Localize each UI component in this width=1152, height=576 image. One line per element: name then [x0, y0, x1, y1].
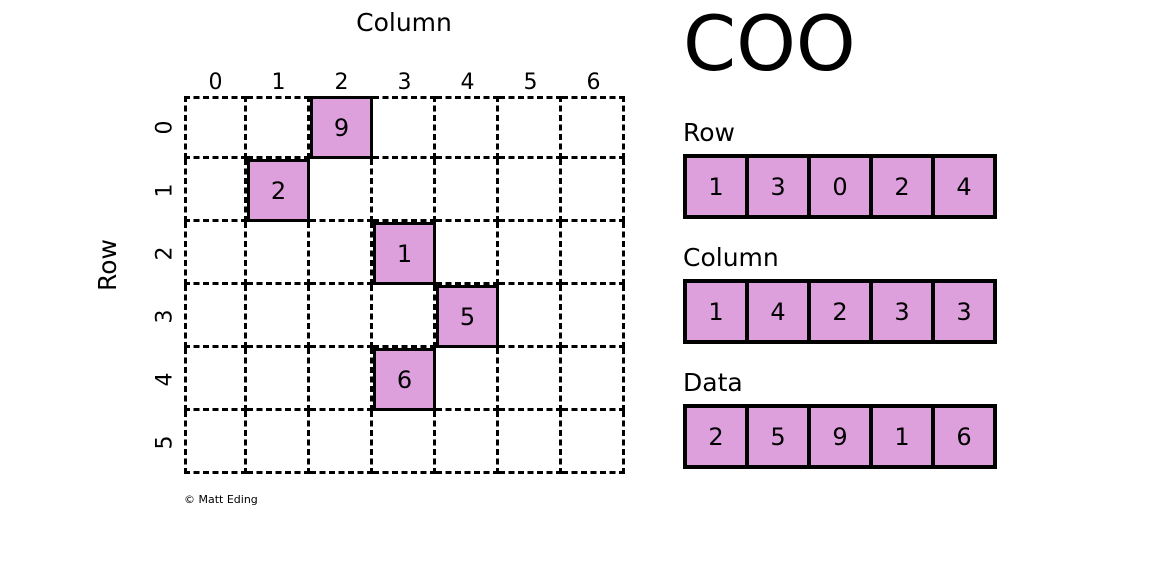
data-array-cell-4: 6 [956, 422, 972, 451]
matrix-cell-empty-r1-c4 [436, 159, 499, 222]
matrix-cell-empty-r5-c5 [499, 411, 562, 474]
matrix-cell-empty-r4-c4 [436, 348, 499, 411]
column-tick-3: 3 [397, 70, 412, 95]
matrix-cell-empty-r3-c5 [499, 285, 562, 348]
matrix-cell-empty-r4-c0 [184, 348, 247, 411]
row-array-label: Row [683, 118, 735, 147]
row-tick-label-5: 5 [152, 435, 178, 450]
row-tick-1: 1 [150, 159, 180, 222]
matrix-cell-empty-r2-c1 [247, 222, 310, 285]
row-tick-5: 5 [150, 411, 180, 474]
column-axis-title: Column [356, 8, 452, 37]
matrix-cell-empty-r5-c3 [373, 411, 436, 474]
matrix-cell-empty-r2-c2 [310, 222, 373, 285]
matrix-cell-empty-r2-c0 [184, 222, 247, 285]
matrix-cell-empty-r5-c6 [562, 411, 625, 474]
column-array-cell-0: 1 [687, 283, 749, 340]
matrix-cell-empty-r0-c6 [562, 96, 625, 159]
row-tick-3: 3 [150, 285, 180, 348]
row-tick-label-3: 3 [152, 309, 178, 324]
data-array-label: Data [683, 368, 743, 397]
matrix-cell-empty-r3-c2 [310, 285, 373, 348]
matrix-cell-empty-r4-c5 [499, 348, 562, 411]
column-tick-4: 4 [460, 70, 475, 95]
row-tick-label-1: 1 [152, 183, 178, 198]
row-tick-0: 0 [150, 96, 180, 159]
row-tick-label-4: 4 [152, 372, 178, 387]
row-array-cell-2: 0 [811, 158, 873, 215]
matrix-cell-empty-r2-c4 [436, 222, 499, 285]
matrix-cell-empty-r1-c3 [373, 159, 436, 222]
row-array-cell-0: 1 [687, 158, 749, 215]
column-array-label: Column [683, 243, 779, 272]
column-array-cell-2: 2 [811, 283, 873, 340]
matrix-cell-empty-r1-c0 [184, 159, 247, 222]
row-tick-2: 2 [150, 222, 180, 285]
matrix-cell-filled-r2-c3: 1 [373, 222, 436, 285]
matrix-cell-empty-r4-c2 [310, 348, 373, 411]
credit-text: © Matt Eding [184, 493, 258, 506]
matrix-cell-filled-r4-c3: 6 [373, 348, 436, 411]
matrix-cell-empty-r0-c1 [247, 96, 310, 159]
column-array-cell-3: 3 [873, 283, 935, 340]
column-tick-2: 2 [334, 70, 349, 95]
matrix-cell-empty-r3-c1 [247, 285, 310, 348]
matrix-cell-empty-r2-c5 [499, 222, 562, 285]
matrix-cell-empty-r5-c0 [184, 411, 247, 474]
matrix-cell-empty-r0-c3 [373, 96, 436, 159]
matrix-cell-empty-r0-c4 [436, 96, 499, 159]
matrix-cell-empty-r0-c0 [184, 96, 247, 159]
row-array-cell-1: 3 [749, 158, 811, 215]
matrix-cell-empty-r3-c6 [562, 285, 625, 348]
row-array-cell-3: 2 [873, 158, 935, 215]
matrix-cell-empty-r5-c1 [247, 411, 310, 474]
matrix-cell-filled-r0-c2: 9 [310, 96, 373, 159]
column-tick-6: 6 [586, 70, 601, 95]
data-array-cell-0: 2 [687, 408, 749, 465]
column-tick-0: 0 [208, 70, 223, 95]
matrix-cell-empty-r5-c2 [310, 411, 373, 474]
row-tick-label-0: 0 [152, 120, 178, 135]
matrix-cell-empty-r1-c5 [499, 159, 562, 222]
page-title: COO [683, 0, 856, 88]
matrix-cell-filled-r1-c1: 2 [247, 159, 310, 222]
row-tick-label-2: 2 [152, 246, 178, 261]
data-array-cell-2: 9 [811, 408, 873, 465]
matrix-cell-empty-r4-c6 [562, 348, 625, 411]
matrix-cell-empty-r2-c6 [562, 222, 625, 285]
matrix-cell-empty-r1-c6 [562, 159, 625, 222]
matrix-cell-empty-r3-c0 [184, 285, 247, 348]
row-tick-4: 4 [150, 348, 180, 411]
matrix-cell-empty-r4-c1 [247, 348, 310, 411]
column-tick-labels: 0 1 2 3 4 5 6 [184, 70, 625, 96]
matrix-cell-empty-r5-c4 [436, 411, 499, 474]
row-array-cell-4: 4 [956, 172, 972, 201]
matrix-cell-empty-r3-c3 [373, 285, 436, 348]
column-array-cell-4: 3 [956, 297, 972, 326]
data-array-cell-1: 5 [749, 408, 811, 465]
matrix-cell-empty-r0-c5 [499, 96, 562, 159]
row-tick-labels: 0 1 2 3 4 5 [150, 96, 180, 474]
row-axis-title: Row [93, 239, 122, 291]
column-tick-1: 1 [271, 70, 286, 95]
matrix-cell-empty-r1-c2 [310, 159, 373, 222]
column-tick-5: 5 [523, 70, 538, 95]
column-array-cell-1: 4 [749, 283, 811, 340]
matrix-cell-filled-r3-c4: 5 [436, 285, 499, 348]
data-array-cell-3: 1 [873, 408, 935, 465]
